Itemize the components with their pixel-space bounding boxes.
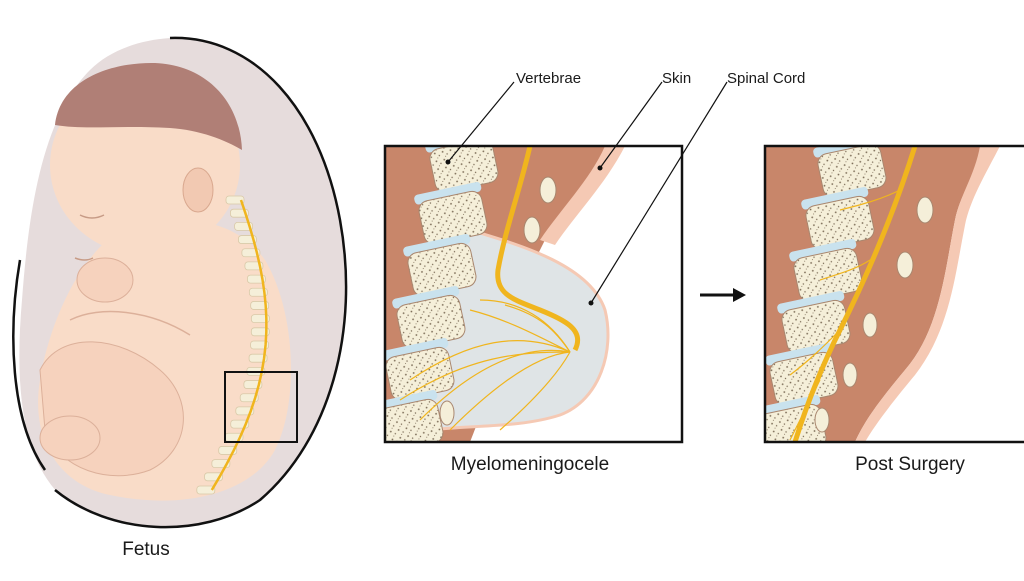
leader-spinal-cord — [590, 81, 728, 304]
tissue-island — [896, 251, 914, 279]
myelomeningocele-caption: Myelomeningocele — [451, 454, 609, 475]
marker-skin — [597, 165, 603, 171]
myelomeningocele-frame — [383, 144, 684, 444]
fetus-panel: Fetus — [12, 36, 348, 560]
marker-vertebrae — [445, 159, 451, 165]
fetus-vertebra — [250, 327, 270, 337]
post-surgery-caption: Post Surgery — [855, 454, 965, 475]
fetus-mouth — [74, 257, 94, 261]
leader-skin — [599, 81, 663, 169]
intervertebral-disc — [385, 338, 449, 361]
fetus-vertebra — [225, 195, 245, 205]
fetus-hair — [55, 62, 242, 150]
intervertebral-disc — [403, 234, 471, 257]
myelomeningocele-panel: Myelomeningocele — [383, 144, 684, 475]
fetus-ear — [182, 167, 214, 213]
fetus-vertebra — [250, 301, 270, 310]
label-skin: Skin — [662, 70, 691, 87]
leader-vertebrae — [447, 81, 515, 163]
intervertebral-disc — [777, 291, 845, 314]
marker-spinal-cord — [588, 300, 594, 306]
tissue-island — [916, 196, 934, 224]
spinal-cord — [495, 146, 580, 352]
intervertebral-disc — [789, 239, 857, 262]
fetus-arm — [69, 310, 191, 336]
intervertebral-disc — [414, 182, 482, 205]
intervertebral-disc — [801, 187, 869, 210]
vertebrae-column — [765, 146, 887, 442]
post-surgery-panel: Post Surgery — [763, 144, 1024, 475]
nerve-fibers — [789, 189, 901, 441]
fetus-vertebra — [250, 340, 269, 350]
skin-layer — [540, 146, 625, 245]
tissue-island — [523, 216, 541, 244]
tissue-island — [539, 176, 557, 204]
fetus-hand — [76, 257, 134, 303]
progression-arrow — [700, 288, 746, 302]
label-vertebrae: Vertebrae — [516, 70, 581, 87]
tissue-island — [862, 312, 878, 338]
post-surgery-frame — [763, 144, 1024, 444]
labels: Vertebrae Skin Spinal Cord — [445, 70, 805, 306]
womb-outline — [12, 36, 348, 529]
fetus-vertebra — [196, 485, 216, 495]
tissue-island — [842, 362, 858, 388]
intervertebral-disc — [385, 390, 438, 413]
intervertebral-disc — [765, 395, 821, 418]
vertebra — [385, 398, 444, 442]
nerve-fibers — [399, 299, 571, 431]
intervertebral-disc — [392, 286, 460, 309]
label-spinal-cord: Spinal Cord — [727, 70, 805, 87]
tissue-island — [814, 407, 830, 433]
tissue-island — [439, 400, 455, 426]
inset-box — [224, 371, 298, 443]
intervertebral-disc — [765, 343, 833, 366]
fetus-foot — [39, 415, 101, 461]
fetus-eye — [79, 214, 105, 219]
fetus-vertebra — [250, 314, 270, 324]
skin-layer — [855, 146, 1000, 442]
fetus-caption: Fetus — [122, 539, 170, 560]
